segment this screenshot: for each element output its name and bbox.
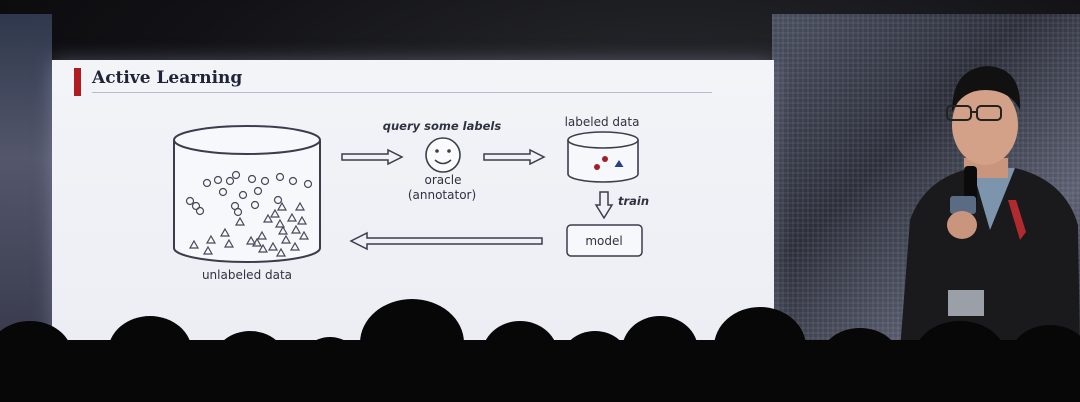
blue-triangle — [614, 160, 624, 167]
oracle-label: oracle — [425, 173, 462, 187]
presenter-figure — [900, 66, 1080, 350]
red-dot — [602, 156, 608, 162]
unlabeled-data-label: unlabeled data — [202, 268, 292, 282]
left-side-screen — [0, 14, 52, 334]
unlabeled-data-cylinder — [173, 125, 321, 263]
active-learning-diagram: unlabeled data query some labels oracle … — [173, 115, 649, 282]
arrow-to-labeled-data — [483, 148, 546, 166]
labeled-data-label: labeled data — [565, 115, 640, 129]
labeled-data-cylinder — [567, 131, 639, 183]
arrow-to-oracle — [341, 148, 404, 166]
title-accent-bar — [74, 68, 81, 96]
audience-silhouettes — [0, 299, 1080, 402]
red-dot — [594, 164, 600, 170]
arrow-back-to-unlabeled — [349, 231, 543, 251]
train-label: train — [618, 194, 649, 208]
unlabeled-circles — [185, 170, 313, 217]
oracle-face-icon — [425, 137, 461, 173]
annotator-label: (annotator) — [408, 188, 476, 202]
slide-title: Active Learning — [92, 68, 243, 88]
train-arrow — [594, 191, 614, 220]
model-box — [566, 224, 643, 257]
query-some-labels-text: query some labels — [383, 119, 502, 133]
model-label: model — [585, 234, 622, 248]
unlabeled-triangles — [188, 201, 310, 257]
title-underline — [92, 92, 712, 93]
